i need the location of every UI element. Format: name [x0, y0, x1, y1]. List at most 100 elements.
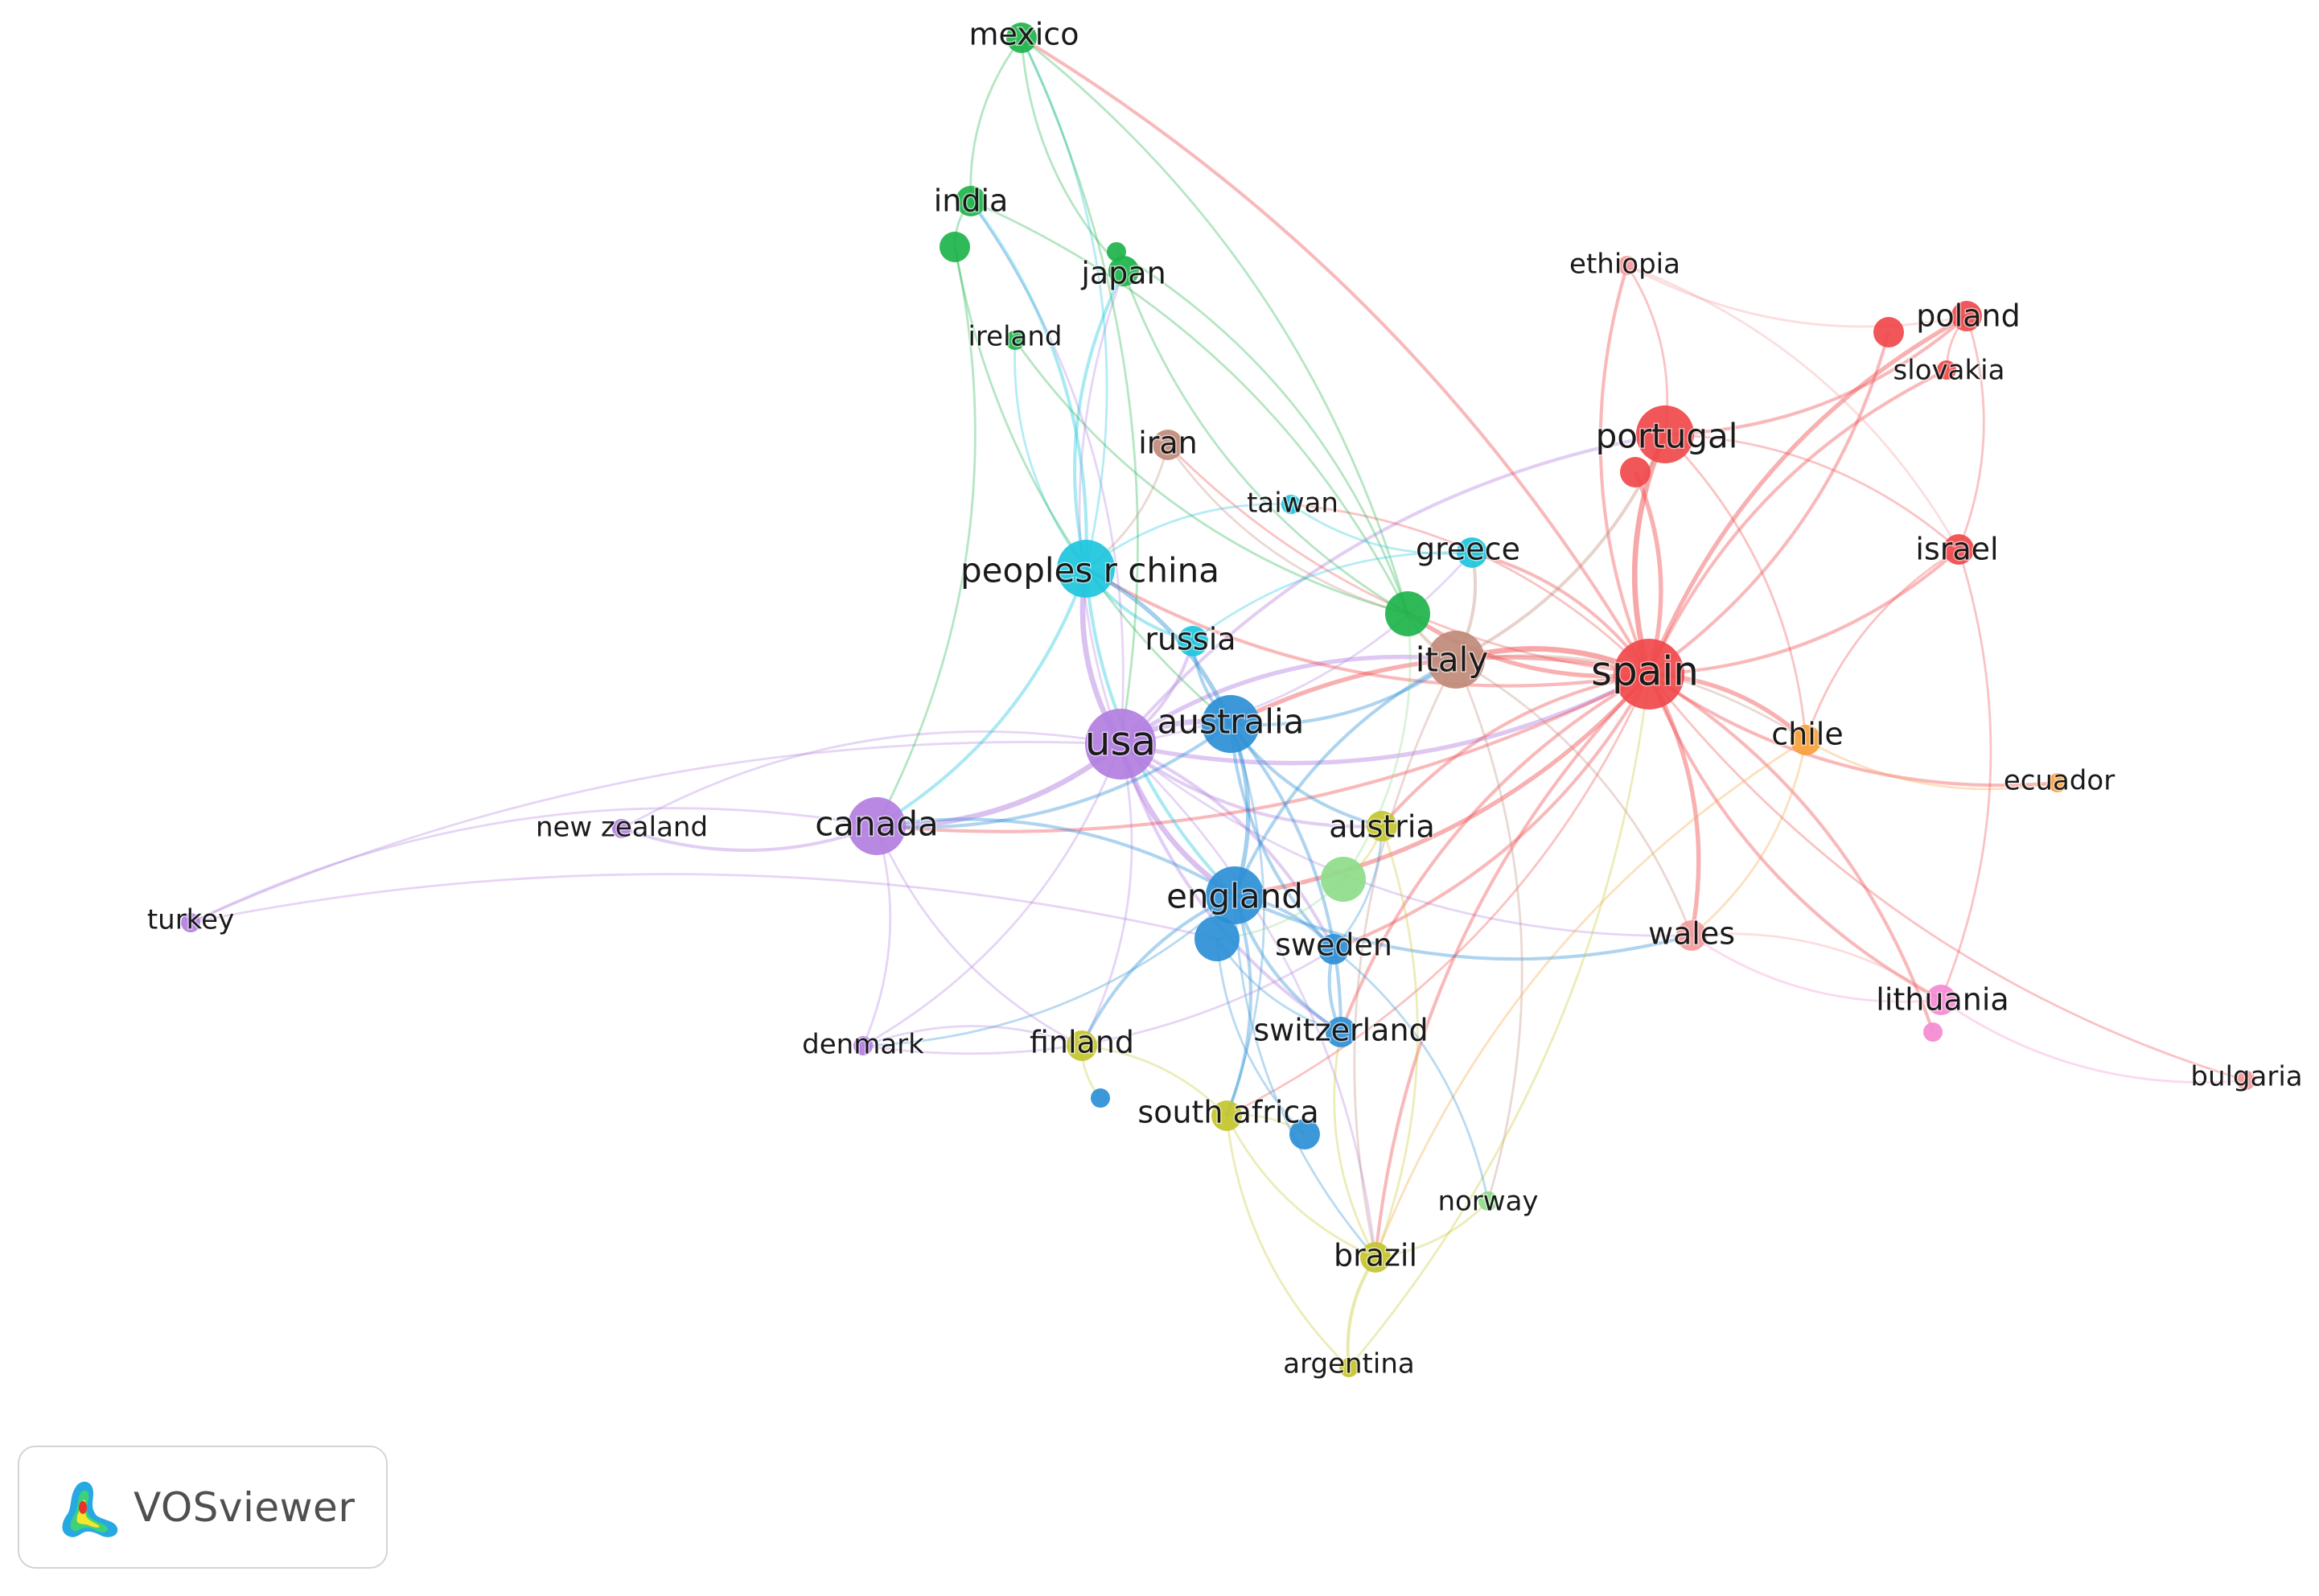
link-spain-poland — [1647, 314, 1968, 676]
node-mexico[interactable] — [1006, 23, 1037, 53]
node-bulgaria[interactable] — [2236, 1071, 2255, 1090]
node-new-zealand[interactable] — [612, 819, 631, 838]
node-portugal[interactable] — [1636, 405, 1694, 463]
link-canada-denmark — [861, 825, 892, 1047]
node-denmark[interactable] — [853, 1036, 873, 1055]
node-ethiopia[interactable] — [1618, 256, 1637, 275]
node-spain[interactable] — [1614, 639, 1684, 710]
node-israel[interactable] — [1943, 534, 1974, 565]
link-usa-japan — [1078, 270, 1125, 745]
link-argentina-spain — [1347, 673, 1651, 1368]
node-italy-2[interactable] — [1385, 591, 1430, 636]
node-poland[interactable] — [1951, 301, 1982, 331]
link-spain-iran — [1167, 444, 1650, 676]
link-brazil-austria — [1374, 825, 1419, 1258]
node-ecuador[interactable] — [2048, 773, 2067, 792]
node-label-denmark: denmark — [802, 1029, 924, 1061]
node-australia[interactable] — [1202, 695, 1260, 753]
node-label-canada: canada — [815, 804, 939, 844]
link-india-italy-2 — [970, 200, 1409, 615]
link-usa-wales — [1120, 742, 1692, 937]
link-england-denmark — [862, 894, 1236, 1047]
node-label-brazil: brazil — [1334, 1238, 1417, 1273]
node-iran[interactable] — [1153, 430, 1183, 460]
node-finland[interactable] — [1067, 1030, 1097, 1061]
node-portugal-2[interactable] — [1620, 457, 1651, 487]
node-sweden[interactable] — [1318, 934, 1349, 965]
node-england-2[interactable] — [1194, 916, 1240, 961]
node-peoples-r-china[interactable] — [1057, 540, 1115, 598]
link-usa-finland — [1080, 743, 1133, 1047]
node-label-finland: finland — [1030, 1025, 1134, 1060]
node-japan-2[interactable] — [1107, 242, 1126, 261]
node-wales[interactable] — [1676, 920, 1707, 951]
node-usa[interactable] — [1085, 709, 1156, 779]
link-spain-lithuania-2 — [1647, 673, 1935, 1033]
link-mexico-usa — [1020, 37, 1139, 745]
vosviewer-brand-label: VOSviewer — [134, 1483, 356, 1531]
node-label-usa: usa — [1085, 718, 1156, 765]
node-brazil[interactable] — [1360, 1242, 1391, 1273]
link-spain-peoples-r-china — [1084, 567, 1650, 688]
node-italy[interactable] — [1427, 631, 1485, 689]
node-label-peoples-r-china: peoples r china — [960, 551, 1219, 590]
link-spain-wales — [1647, 673, 1701, 936]
node-lithuania[interactable] — [1926, 985, 1956, 1015]
link-spain-south-africa — [1226, 673, 1651, 1117]
node-norway[interactable] — [1478, 1191, 1498, 1211]
node-austria-2[interactable] — [1321, 857, 1366, 902]
node-austria[interactable] — [1367, 811, 1397, 841]
node-chile[interactable] — [1791, 725, 1821, 755]
link-england-brazil — [1233, 895, 1377, 1258]
node-label-taiwan: taiwan — [1247, 487, 1338, 520]
link-england-italy — [1233, 658, 1457, 896]
link-usa-canada — [876, 742, 1123, 829]
node-label-japan: japan — [1080, 256, 1166, 291]
link-poland-israel — [1957, 315, 1985, 550]
node-switzerland[interactable] — [1326, 1017, 1356, 1047]
node-turkey[interactable] — [181, 913, 200, 932]
node-label-ethiopia: ethiopia — [1569, 249, 1680, 281]
node-slovakia[interactable] — [1937, 360, 1956, 380]
node-canada[interactable] — [848, 797, 906, 855]
node-lithuania-2[interactable] — [1923, 1022, 1943, 1042]
node-poland-2[interactable] — [1873, 317, 1904, 348]
node-taiwan[interactable] — [1281, 495, 1301, 514]
node-label-iran: iran — [1138, 426, 1198, 461]
link-canada-finland — [875, 825, 1083, 1047]
node-india[interactable] — [956, 186, 986, 216]
link-usa-greece — [1120, 552, 1474, 746]
link-australia-canada — [876, 722, 1232, 829]
node-label-wales: wales — [1648, 916, 1735, 952]
link-mexico-italy-2 — [1021, 36, 1409, 615]
link-australia-switzerland — [1229, 722, 1343, 1033]
link-south-africa-2-england-2 — [1215, 938, 1306, 1135]
node-label-austria: austria — [1329, 809, 1435, 845]
link-spain-brazil — [1373, 673, 1651, 1258]
node-south-africa[interactable] — [1211, 1100, 1242, 1131]
node-russia[interactable] — [1178, 626, 1208, 656]
node-finland-2[interactable] — [1091, 1088, 1110, 1108]
link-italy-brazil — [1353, 659, 1458, 1258]
link-peoples-r-china-canada — [875, 568, 1088, 828]
link-chile-ecuador — [1805, 738, 2058, 791]
link-layer — [190, 36, 2247, 1369]
node-south-africa-2[interactable] — [1289, 1119, 1320, 1150]
link-ethiopia-israel — [1626, 264, 1960, 550]
node-label-turkey: turkey — [147, 904, 234, 936]
node-india-2[interactable] — [940, 232, 970, 262]
link-england-canada — [876, 817, 1236, 897]
link-italy-wales — [1455, 658, 1693, 936]
node-japan[interactable] — [1108, 256, 1139, 286]
link-spain-canada — [876, 673, 1650, 833]
node-england[interactable] — [1206, 866, 1264, 924]
link-usa-austria — [1119, 742, 1383, 829]
node-label-new-zealand: new zealand — [536, 812, 708, 844]
node-argentina[interactable] — [1339, 1358, 1359, 1377]
link-canada-turkey — [190, 807, 878, 924]
node-greece[interactable] — [1457, 537, 1487, 568]
node-label-switzerland: switzerland — [1253, 1013, 1428, 1048]
link-spain-slovakia — [1647, 368, 1947, 675]
node-ireland[interactable] — [1005, 331, 1025, 350]
